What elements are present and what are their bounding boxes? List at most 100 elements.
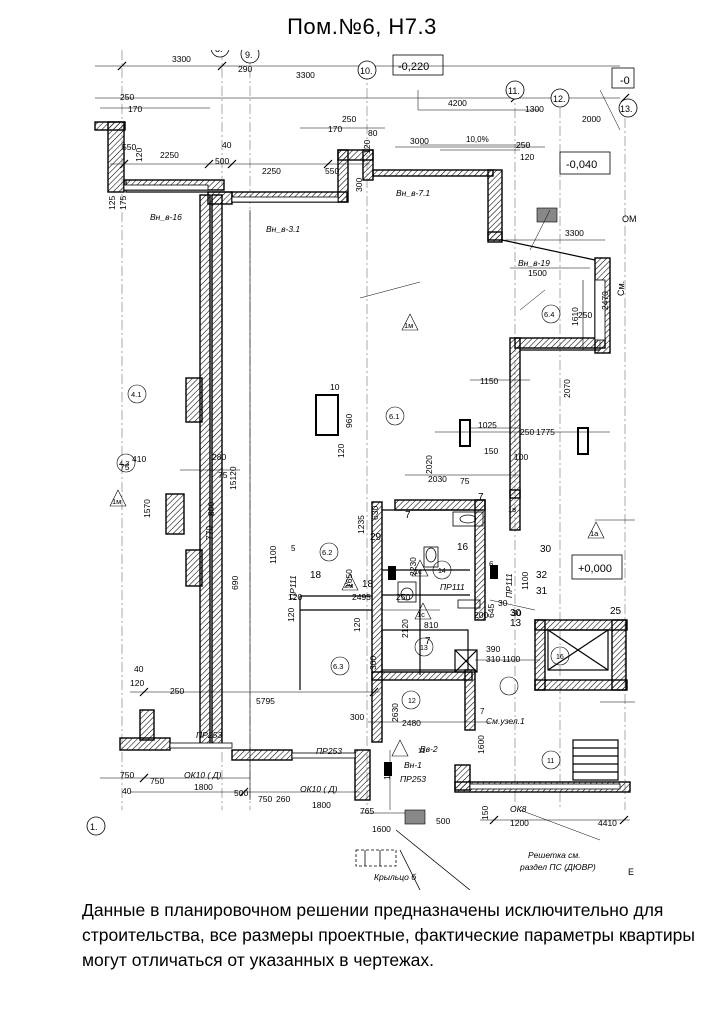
leaders — [359, 89, 635, 841]
note-line: раздел ПС (ДЮВР) — [519, 862, 596, 872]
note-line: Решетка см. — [528, 850, 581, 860]
dim-label: 1235 — [356, 515, 366, 534]
dim-label: 1650 — [344, 569, 354, 588]
dim-label: 120 — [362, 140, 372, 154]
dim-label: 200 — [474, 610, 488, 620]
dim-label: 120 — [288, 592, 302, 602]
windows — [123, 184, 621, 790]
dim-label: 1300 — [525, 104, 544, 114]
axis-label: 12. — [553, 94, 566, 104]
level-label: -0 — [620, 75, 630, 87]
dim-label: 75 — [460, 476, 470, 486]
page-title: Пом.№6, Н7.3 — [287, 14, 437, 39]
element-tag: ОК8 — [510, 804, 527, 814]
room-number: 7 — [478, 492, 484, 503]
dim-label: 120 — [130, 678, 144, 688]
dim-label: 120 — [352, 618, 362, 632]
axis-label: 11. — [508, 86, 520, 96]
room-number: 30 — [510, 608, 522, 619]
dim-label: 280 — [212, 452, 226, 462]
dim-label: 1600 — [372, 824, 391, 834]
element-tags: Вн_в-16 Вн_в-3.1 Вн_в-7.1 Вн_в-19 ПР111 … — [150, 188, 550, 882]
dim-label: 250 — [342, 114, 356, 124]
dim-label: 100 — [514, 452, 528, 462]
element-tag: ПР111 — [440, 582, 465, 592]
dim-label: 410 — [132, 454, 146, 464]
room-number: 7 — [480, 707, 485, 716]
dim-label: 2120 — [400, 619, 410, 638]
dim-label: 250 — [516, 140, 530, 150]
element-tag: ОК10 ( Д) — [184, 770, 222, 780]
room-number: 13 — [420, 645, 428, 652]
dim-label: 120 — [520, 152, 534, 162]
dim-label: 810 — [424, 620, 438, 630]
dim-label: 2250 — [262, 166, 281, 176]
dim-label: 390 — [486, 644, 500, 654]
dim-label: 250 — [396, 592, 410, 602]
level-labels: -0,220 -0,040 +0,000 -0 10,0% — [398, 61, 630, 575]
room-id: 4.1 — [131, 390, 141, 399]
room-labels: 6.4 4.1 4.3 6.1 6.2 6.3 1м 2м 1м 1а 1с 1… — [112, 310, 599, 671]
room-number: 12 — [408, 698, 416, 705]
room-number: 32 — [536, 570, 548, 581]
room-id: 6.1 — [389, 412, 399, 421]
element-tag: См.узел.1 — [486, 716, 525, 726]
room-number: 7 — [405, 510, 411, 521]
element-tag: Вн_в-16 — [150, 212, 182, 222]
dim-label: 1500 — [528, 268, 547, 278]
dim-label: 500 — [234, 788, 248, 798]
dim-label: 1025 — [478, 420, 497, 430]
room-number: 16 — [457, 542, 469, 553]
room-number: 18 — [362, 579, 374, 590]
dim-label: 2250 — [160, 150, 179, 160]
room-markers — [109, 304, 605, 770]
room-number: 14 — [438, 568, 446, 575]
element-tag: Вн-1 — [404, 760, 422, 770]
dim-label: 125 — [107, 196, 117, 210]
dim-label: 40 — [222, 140, 232, 150]
dim-label: 120 — [336, 444, 346, 458]
edge-marks: ОМ См. Е — [616, 214, 637, 877]
dim-label: 550 — [122, 142, 136, 152]
dim-label: 1150 — [480, 376, 499, 386]
dim-label: 2470 — [600, 291, 610, 310]
dim-label: 1800 — [312, 800, 331, 810]
dim-label: 2070 — [562, 379, 572, 398]
dim-label: 120 — [134, 148, 144, 162]
dim-label: 800 — [206, 502, 216, 516]
dim-label: 260 — [276, 794, 290, 804]
axis-bubbles — [86, 50, 638, 836]
dim-label: 1100 — [268, 545, 278, 564]
dim-label: 250 — [520, 427, 534, 437]
axis-label: 1. — [90, 822, 98, 832]
room-number: 30 — [540, 544, 552, 555]
edge-mark: См. — [616, 281, 626, 296]
dim-label: 3300 — [296, 70, 315, 80]
dim-label: 30 — [512, 608, 522, 618]
dim-label: 4200 — [448, 98, 467, 108]
dim-label: 40 — [134, 664, 144, 674]
dimension-labels: 3300 290 3300 4200 1300 2000 250 170 550… — [107, 54, 617, 834]
element-tag: ПР111 — [504, 573, 514, 598]
room-number: 18 — [310, 570, 322, 581]
room-id: 4.3 — [119, 459, 129, 468]
room-id: 2м — [344, 581, 353, 590]
dim-label: 250 — [578, 310, 592, 320]
dim-label: 40 — [122, 786, 132, 796]
dim-label: 765 — [360, 806, 374, 816]
element-tag: ОК10 ( Д) — [300, 784, 338, 794]
room-id: 6.2 — [322, 548, 332, 557]
edge-mark: Е — [628, 867, 634, 877]
room-id: 1в — [508, 505, 516, 514]
dim-label: 1600 — [476, 735, 486, 754]
level-label: -0,040 — [566, 159, 597, 171]
room-number: 7 — [425, 636, 431, 647]
edge-mark: ОМ — [622, 214, 637, 224]
dim-label: 3300 — [565, 228, 584, 238]
element-tag: Вв-2 — [420, 744, 438, 754]
dim-label: 300 — [368, 656, 378, 670]
dim-label: 630 — [370, 506, 380, 520]
dim-label: 2230 — [408, 557, 418, 576]
dim-label: 300 — [354, 178, 364, 192]
dim-label: 2630 — [390, 703, 400, 722]
